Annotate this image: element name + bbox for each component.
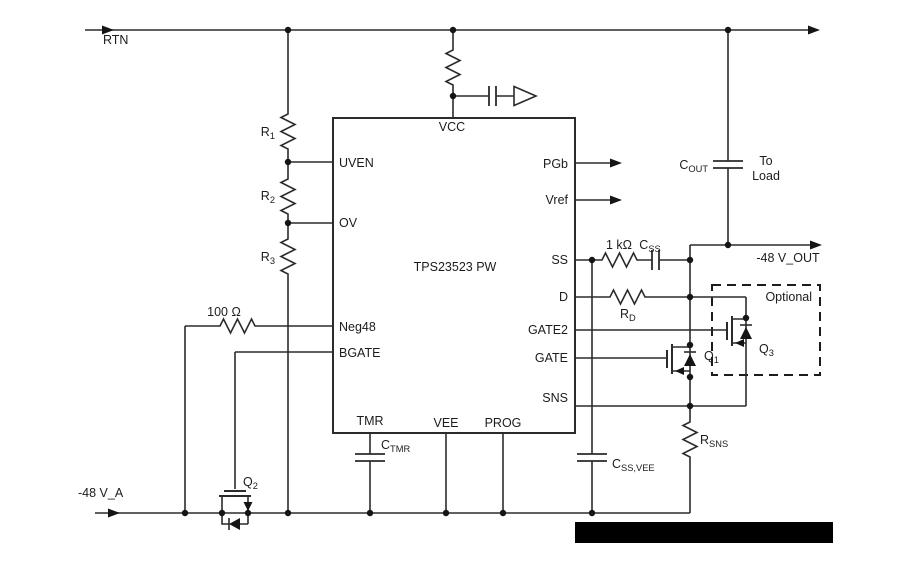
mosfet-q3 [726, 316, 752, 347]
pin-label-prog: PROG [485, 416, 522, 430]
pin-label-vee: VEE [433, 416, 458, 430]
label-r1: R1 [261, 125, 275, 141]
junction-dot [366, 509, 374, 517]
vcc-branch-wire [452, 30, 514, 118]
vref-arrow-icon [610, 195, 622, 205]
pin-label-ss: SS [551, 253, 568, 267]
label-rtn: RTN [103, 33, 128, 47]
pin-label-sns: SNS [542, 391, 568, 405]
label-ctmr: CTMR [381, 438, 410, 454]
resistor-rd [606, 288, 649, 306]
q1-source-arrow [675, 367, 684, 375]
junction-dot [218, 509, 226, 517]
rtn-input-arrow-icon [102, 25, 114, 35]
resistor-100ohm [216, 317, 259, 335]
junction-dot [686, 341, 694, 349]
pin-label-ov: OV [339, 216, 358, 230]
junction-dot [499, 509, 507, 517]
junction-dot [284, 158, 292, 166]
resistor-r1 [279, 110, 297, 153]
q3-source-arrow [735, 339, 744, 347]
label-optional: Optional [765, 290, 812, 304]
pin-label-uven: UVEN [339, 156, 374, 170]
label-100ohm: 100 Ω [207, 305, 241, 319]
label-rd: RD [620, 307, 636, 323]
pin-label-gate: GATE [535, 351, 568, 365]
junction-dot [588, 256, 596, 264]
pin-label-neg48: Neg48 [339, 320, 376, 334]
junction-dot [724, 26, 732, 34]
junction-dot [284, 26, 292, 34]
junction-dot [181, 509, 189, 517]
capacitor-vcc [488, 86, 497, 106]
junction-dot [686, 293, 694, 301]
neg48-branch-wire [184, 325, 333, 513]
pin-label-tmr: TMR [356, 414, 383, 428]
resistors [216, 46, 699, 461]
vin-arrow-icon [108, 508, 120, 518]
ic-tps23523-outline [332, 117, 576, 434]
label-to-load-1: To [759, 154, 772, 168]
resistor-rsns [681, 418, 699, 461]
junction-dot [742, 314, 750, 322]
pin-label-vcc: VCC [439, 120, 465, 134]
q2-drain-arrow [243, 502, 253, 511]
label-cout: COUT [679, 158, 708, 174]
label-q3: Q3 [759, 342, 774, 358]
buffer-triangle-icon [513, 85, 539, 107]
capacitors [355, 86, 743, 462]
capacitor-cout [713, 160, 743, 169]
capacitor-css [651, 250, 660, 270]
junction-dots [181, 26, 750, 517]
label-to-load-2: Load [752, 169, 780, 183]
label-q2: Q2 [243, 475, 258, 491]
junction-dot [724, 241, 732, 249]
label-vin: -48 V_A [78, 486, 124, 500]
q2-leads [221, 496, 249, 513]
q1-leads [672, 346, 690, 372]
mosfet-q2 [219, 490, 253, 530]
pgb-arrow-icon [610, 158, 622, 168]
q1-body-diode [684, 354, 696, 366]
junction-dot [284, 219, 292, 227]
capacitor-ctmr [355, 453, 385, 462]
pin-label-pgb: PGb [543, 157, 568, 171]
pin-label-gate2: GATE2 [528, 323, 568, 337]
label-rsns: RSNS [700, 433, 728, 449]
junction-dot [449, 26, 457, 34]
junction-dot [284, 509, 292, 517]
capacitor-cssvee [577, 453, 607, 462]
arrowheads [102, 25, 822, 518]
bgate-branch-wire [234, 351, 333, 489]
resistor-vcc [444, 46, 462, 89]
label-css: CSS [639, 238, 660, 254]
q2-body-diode [229, 518, 240, 530]
mosfet-q1 [666, 344, 696, 375]
rtn-output-arrow-icon [808, 25, 820, 35]
label-vout: -48 V_OUT [756, 251, 820, 265]
vout-arrow-icon [810, 240, 822, 250]
label-1k: 1 kΩ [606, 238, 632, 252]
resistor-r3 [279, 235, 297, 278]
chip-part-number: TPS23523 PW [414, 260, 497, 274]
resistor-1k [598, 251, 641, 269]
junction-dot [686, 373, 694, 381]
redaction-bar [575, 522, 833, 543]
label-q1: Q1 [704, 349, 719, 365]
junction-dot [449, 92, 457, 100]
junction-dot [686, 256, 694, 264]
label-r3: R3 [261, 250, 275, 266]
junction-dot [588, 509, 596, 517]
pin-label-bgate: BGATE [339, 346, 380, 360]
label-r2: R2 [261, 189, 275, 205]
label-cssvee: CSS,VEE [612, 457, 655, 473]
q3-body-diode [740, 327, 752, 339]
pin-label-d: D [559, 290, 568, 304]
junction-dot [442, 509, 450, 517]
junction-dot [686, 402, 694, 410]
pin-label-vref: Vref [546, 193, 569, 207]
junction-dot [244, 509, 252, 517]
resistor-r2 [279, 175, 297, 218]
